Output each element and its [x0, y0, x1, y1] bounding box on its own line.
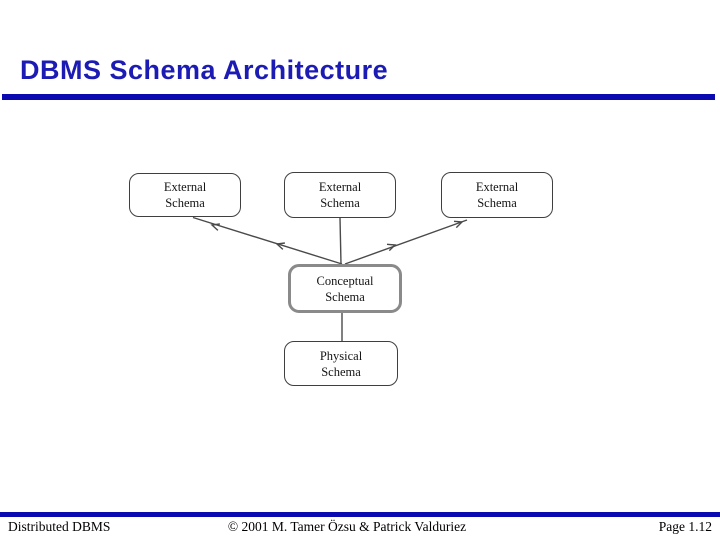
external-schema-3-label-line1: External — [475, 180, 519, 194]
physical-schema-label-line1: Physical — [319, 348, 363, 363]
footer-rule — [0, 512, 720, 517]
external-schema-box-2: External Schema — [284, 172, 396, 218]
footer-center-text: © 2001 M. Tamer Özsu & Patrick Valduriez — [227, 519, 467, 534]
arrowhead-right-2 — [453, 220, 464, 229]
external-schema-1-label-line2: Schema — [165, 196, 205, 210]
footer-page-number: Page 1.12 — [658, 519, 712, 534]
arrowhead-right-1 — [386, 243, 397, 252]
connector-left-diagonal — [192, 216, 343, 265]
external-schema-1-label-line1: External — [163, 180, 207, 194]
physical-schema-label-line2: Schema — [321, 364, 361, 379]
external-schema-2-label-line1: External — [318, 180, 362, 194]
conceptual-schema-box: Conceptual Schema — [288, 264, 402, 313]
connector-middle-vertical — [339, 217, 342, 265]
external-schema-2-label-line2: Schema — [320, 196, 360, 210]
physical-schema-box: Physical Schema — [284, 341, 398, 386]
connector-right-diagonal — [344, 219, 468, 265]
conceptual-schema-label-line2: Schema — [325, 289, 365, 304]
title-underline — [2, 94, 715, 100]
external-schema-box-1: External Schema — [129, 173, 241, 217]
footer-left-text: Distributed DBMS — [8, 519, 111, 534]
slide-title: DBMS Schema Architecture — [20, 55, 389, 85]
arrowhead-left-1 — [210, 223, 220, 231]
arrowhead-left-2 — [275, 242, 285, 250]
conceptual-schema-label-line1: Conceptual — [316, 273, 374, 288]
external-schema-3-label-line2: Schema — [477, 196, 517, 210]
external-schema-box-3: External Schema — [441, 172, 553, 218]
